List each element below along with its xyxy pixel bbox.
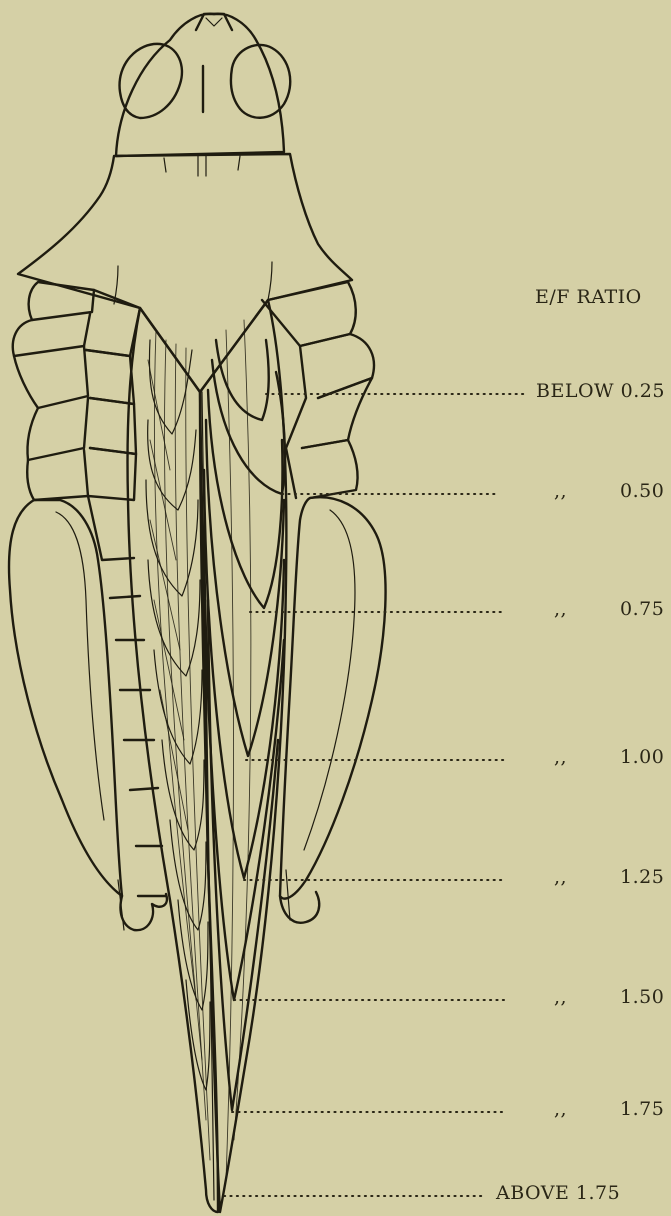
label-row-6: ,,	[554, 986, 567, 1008]
label-row-4: ,,	[554, 746, 567, 768]
left-hind-tarsus	[121, 894, 167, 930]
ditto-mark: ,,	[554, 746, 567, 768]
right-hind-leg	[280, 497, 386, 923]
ditto-mark: ,,	[554, 986, 567, 1008]
label-row-3: ,,	[554, 598, 567, 620]
label-value: 0.25	[621, 380, 665, 402]
label-row-8: ABOVE 1.75	[496, 1182, 620, 1204]
right-hind-tarsus	[280, 892, 319, 923]
label-prefix: BELOW	[536, 380, 614, 402]
label-row-2: ,,	[554, 480, 567, 502]
ditto-mark: ,,	[554, 598, 567, 620]
ditto-mark: ,,	[554, 480, 567, 502]
label-prefix: ABOVE	[496, 1182, 569, 1204]
right-hind-femur	[280, 497, 386, 898]
label-row-7: ,,	[554, 1098, 567, 1120]
label-value-row-3: 0.75	[620, 598, 664, 620]
ditto-mark: ,,	[554, 1098, 567, 1120]
right-compound-eye	[231, 45, 290, 118]
fastigium	[196, 14, 232, 30]
left-compound-eye	[120, 44, 182, 118]
head-capsule	[116, 14, 284, 156]
label-value-row-2: 0.50	[620, 480, 664, 502]
left-tegmen	[128, 308, 219, 1212]
label-value: 1.75	[576, 1182, 620, 1204]
label-value-row-6: 1.50	[620, 986, 664, 1008]
label-row-1: BELOW 0.25	[536, 380, 665, 402]
right-tegmen	[200, 300, 286, 1212]
ratio-heading: E/F RATIO	[535, 286, 642, 308]
ditto-mark: ,,	[554, 866, 567, 888]
left-abdominal-segments	[13, 282, 166, 896]
label-value-row-7: 1.75	[620, 1098, 664, 1120]
label-row-5: ,,	[554, 866, 567, 888]
label-value-row-5: 1.25	[620, 866, 664, 888]
label-value-row-4: 1.00	[620, 746, 664, 768]
head	[116, 14, 290, 156]
